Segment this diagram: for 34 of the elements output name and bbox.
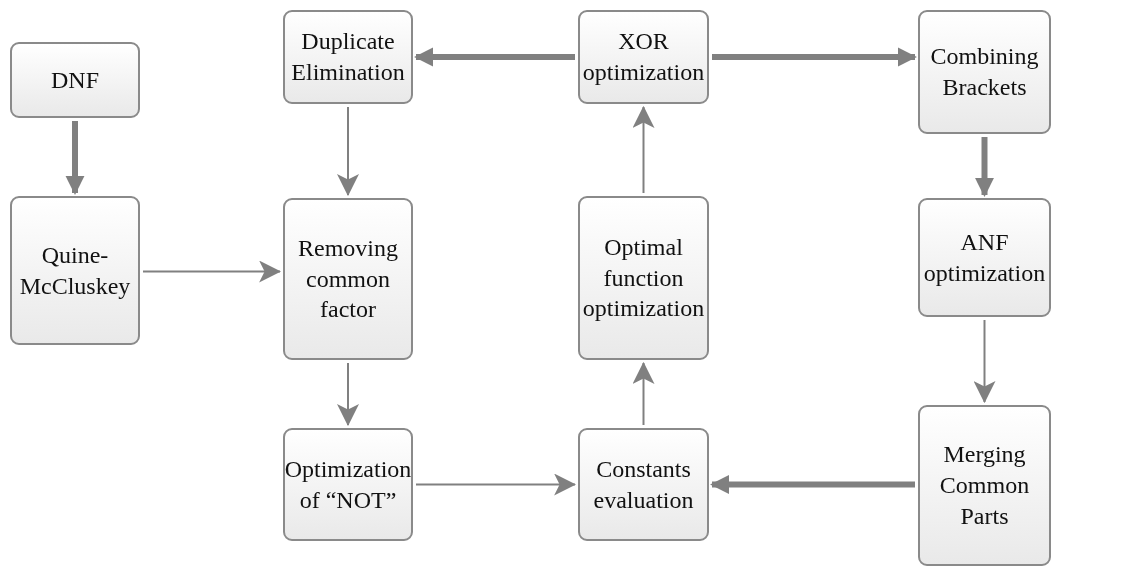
box-label: Merging Common Parts: [938, 440, 1031, 531]
process-box: [918, 405, 1051, 566]
process-box: [283, 10, 413, 104]
process-box: [10, 42, 140, 118]
arrow: [337, 362, 359, 427]
arrow: [414, 47, 575, 67]
arrow: [973, 319, 996, 404]
box-label: Optimal function optimization: [582, 232, 705, 324]
box-label: Duplicate Elimination: [291, 27, 405, 87]
process-box: [283, 428, 413, 541]
box-label: XOR optimization: [582, 27, 705, 87]
box-label: Quine-McCluskey: [18, 240, 132, 301]
box-label: DNF: [51, 65, 99, 95]
arrow: [337, 106, 359, 197]
process-box: [918, 10, 1051, 134]
process-box: [10, 196, 140, 345]
process-box: [578, 196, 709, 360]
process-box: [578, 428, 709, 541]
arrow: [710, 474, 915, 495]
arrow: [974, 137, 995, 197]
box-label: Optimization of “NOT”: [284, 454, 412, 515]
box-label: Combining Brackets: [929, 42, 1040, 102]
arrow: [632, 361, 655, 426]
arrow: [632, 105, 655, 194]
arrow: [65, 121, 85, 195]
box-label: Removing common factor: [297, 233, 399, 325]
process-box: [578, 10, 709, 104]
arrow: [712, 47, 917, 67]
arrow: [142, 260, 282, 283]
process-box: [918, 198, 1051, 317]
process-box: [283, 198, 413, 360]
box-label: Constants evaluation: [592, 454, 695, 515]
box-label: ANF optimization: [923, 227, 1046, 288]
arrow: [415, 473, 577, 496]
